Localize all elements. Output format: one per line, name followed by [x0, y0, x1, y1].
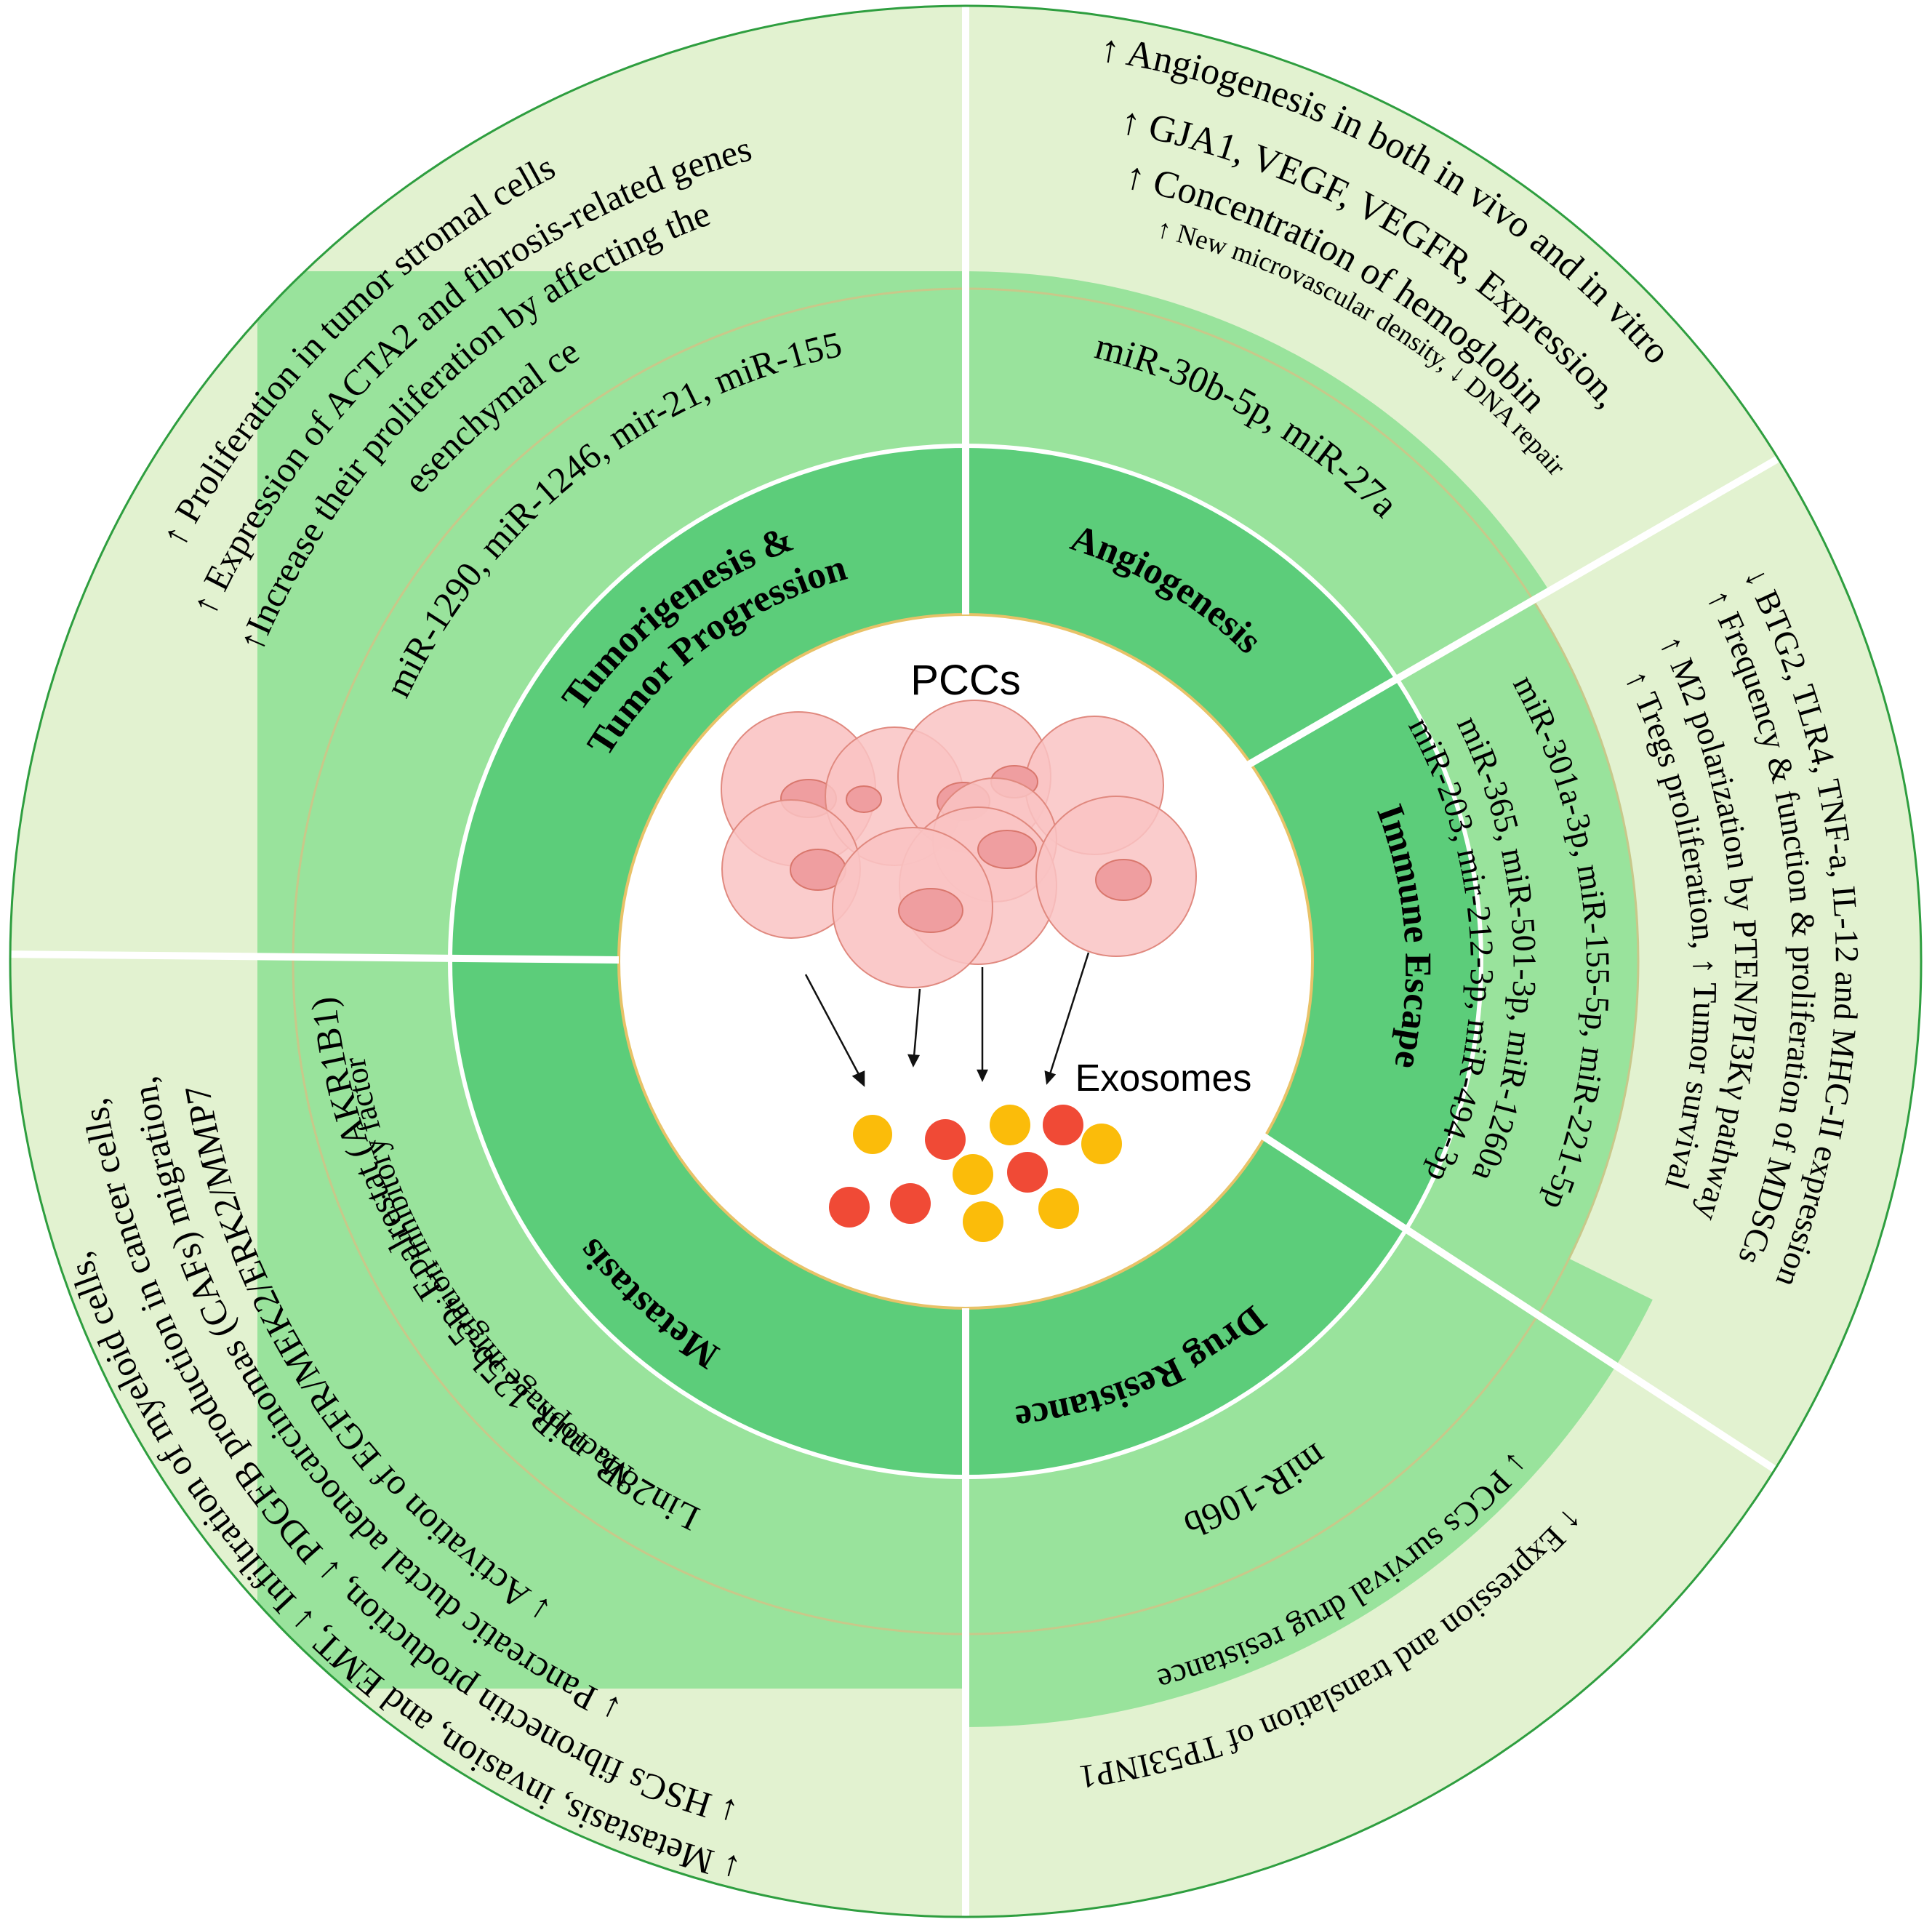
arrow [804, 974, 862, 1079]
exosome [1043, 1105, 1083, 1145]
exosome [963, 1201, 1003, 1242]
exosome [1038, 1188, 1079, 1229]
arrow-head [1044, 1070, 1057, 1085]
cells-label: PCCs [910, 657, 1020, 704]
cell [832, 827, 993, 988]
exosome [1007, 1152, 1048, 1193]
secretion-arrows [804, 952, 1090, 1087]
exosomes [829, 1105, 1122, 1242]
exosome [925, 1119, 966, 1160]
arrow-head [977, 1069, 988, 1082]
exosome [953, 1154, 993, 1195]
cell [721, 799, 861, 939]
exosome [990, 1105, 1030, 1145]
exosome [1081, 1124, 1122, 1164]
arrow [1049, 952, 1090, 1075]
separator-lower-right [1243, 1121, 1776, 1473]
arrow-head [851, 1070, 865, 1087]
separator-upper-right [1232, 436, 1813, 777]
exosomes-label: Exosomes [1075, 1057, 1252, 1100]
separator-left [10, 950, 620, 964]
exosome [829, 1187, 870, 1228]
exosome [890, 1183, 931, 1224]
cell [1035, 796, 1197, 957]
arrow [913, 988, 921, 1057]
exosome [853, 1115, 892, 1154]
outer-border [9, 4, 1923, 1918]
arrow-head [907, 1054, 921, 1068]
pancreatic-cancer-cells [721, 700, 1197, 988]
